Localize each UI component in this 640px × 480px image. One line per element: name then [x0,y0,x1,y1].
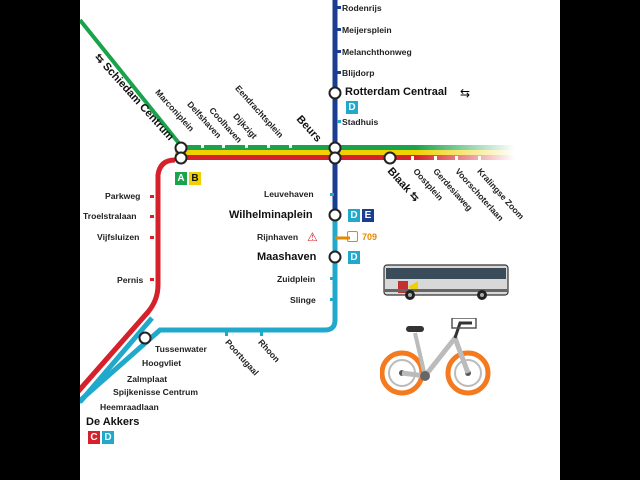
station-meijersplein[interactable]: Meijersplein [342,25,392,35]
line-c-trunk [175,155,415,160]
station-pernis[interactable]: Pernis [117,275,144,285]
station-rijnhaven[interactable]: Rijnhaven [257,232,299,242]
badge-b: B [189,172,201,185]
station-zuidplein[interactable]: Zuidplein [277,274,316,284]
bus-illustration [383,264,509,300]
station-leuvehaven[interactable]: Leuvehaven [264,189,314,199]
station-heemraadlaan[interactable]: Heemraadlaan [100,402,159,412]
station-rotterdam-centraal[interactable]: Rotterdam Centraal [345,86,448,98]
train-interchange-icon: ⇆ [460,86,471,100]
station-slinge[interactable]: Slinge [290,295,316,305]
station-spijkenisse-centrum[interactable]: Spijkenisse Centrum [113,387,199,397]
station-parkweg[interactable]: Parkweg [105,191,141,201]
station-troelstralaan[interactable]: Troelstralaan [83,211,137,221]
station-marker-tussenwater [138,331,152,345]
station-marker-rotterdam-centraal [328,86,342,100]
station-hoogvliet[interactable]: Hoogvliet [142,358,182,368]
line-e-ticks [337,6,341,74]
station-melanchthonweg[interactable]: Melanchthonweg [342,47,412,57]
network-lines [80,0,515,404]
station-tussenwater[interactable]: Tussenwater [155,344,207,354]
badge-c-de-akkers: C [88,431,100,444]
station-marker-maashaven [328,250,342,264]
line-b-fade [415,150,515,155]
badge-d-centraal: D [346,101,358,114]
line-d [80,145,338,404]
line-a-fade [415,145,515,150]
station-marker-marconiplein-bottom [174,151,188,165]
station-wilhelminaplein[interactable]: Wilhelminaplein [229,209,313,221]
trunk-ticks [201,144,481,160]
metro-map: Rodenrijs Meijersplein Melanchthonweg Bl… [80,0,560,480]
badge-e-wilhelminaplein: E [362,209,374,222]
line-a-trunk [175,145,415,150]
station-vijfsluizen[interactable]: Vijfsluizen [97,232,140,242]
badge-d-maashaven: D [348,251,360,264]
line-c [80,157,176,394]
bus-709-number: 709 [362,232,378,242]
line-b-trunk [175,150,415,155]
line-d-ticks [225,120,341,336]
bike-illustration [380,318,491,396]
badge-a: A [175,172,187,185]
badge-d-wilhelminaplein: D [348,209,360,222]
station-rodenrijs[interactable]: Rodenrijs [342,3,382,13]
station-marker-blaak [383,151,397,165]
ferry-icon: ⚠ [307,230,318,244]
station-marker-wilhelminaplein [328,208,342,222]
station-stadhuis[interactable]: Stadhuis [342,117,379,127]
line-c-fade [415,155,515,160]
bus-icon [347,231,358,242]
station-marker-beurs-bottom [328,151,342,165]
station-de-akkers[interactable]: De Akkers [86,416,140,428]
badge-d-de-akkers: D [102,431,114,444]
station-zalmplaat[interactable]: Zalmplaat [127,374,168,384]
station-blijdorp[interactable]: Blijdorp [342,68,375,78]
line-diagonal-yellow [83,17,185,144]
station-maashaven[interactable]: Maashaven [257,251,317,263]
line-diagonal-green [80,18,184,149]
line-c-ticks [150,195,154,281]
